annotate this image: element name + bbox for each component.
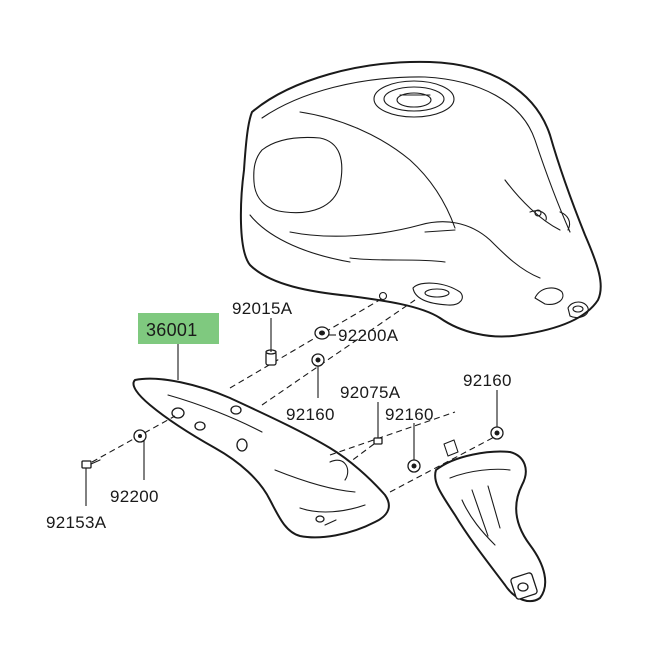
label-92075A[interactable]: 92075A [340, 383, 401, 402]
bolt-92153A [81, 459, 101, 469]
leader-lines [85, 318, 498, 506]
label-92153A[interactable]: 92153A [46, 513, 107, 532]
fuel-tank [239, 60, 602, 338]
label-36001[interactable]: 36001 [146, 320, 198, 340]
washer-92200A [314, 326, 330, 340]
label-92160-left[interactable]: 92160 [286, 405, 335, 424]
washer-92200 [133, 429, 147, 443]
assembly-lines [91, 297, 501, 493]
label-92200A[interactable]: 92200A [338, 326, 399, 345]
grommet-92160-right [490, 426, 504, 440]
mounting-bracket [434, 439, 547, 603]
bolt-92075A [373, 431, 383, 445]
collar-92015A [265, 349, 277, 366]
label-92160-top[interactable]: 92160 [463, 371, 512, 390]
grommet-92160-middle [407, 459, 421, 473]
highlight-box-36001 [138, 313, 219, 344]
side-cover-36001 [132, 377, 390, 539]
label-92015A[interactable]: 92015A [232, 299, 293, 318]
label-92160-middle[interactable]: 92160 [385, 405, 434, 424]
part-labels: 36001 92015A 92200A 92075A 92160 92160 9… [46, 299, 512, 532]
label-92200[interactable]: 92200 [110, 487, 159, 506]
grommet-92160-left [311, 353, 325, 367]
